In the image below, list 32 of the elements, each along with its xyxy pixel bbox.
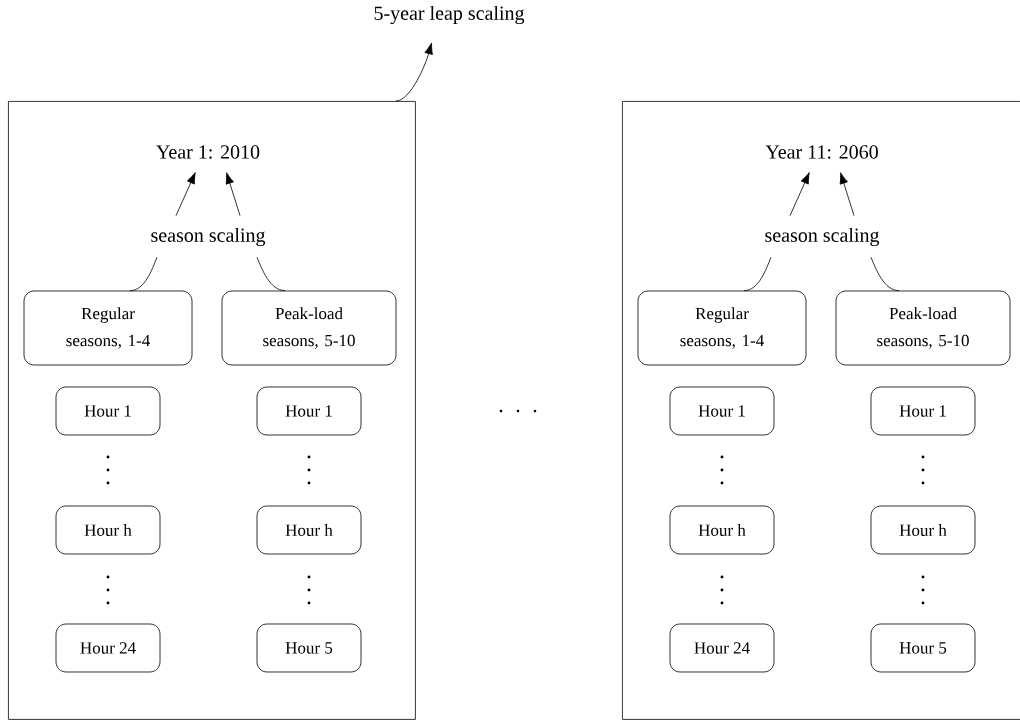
season-box: Regular seasons, 1-4 [23, 290, 193, 366]
connector-line [870, 256, 900, 291]
text-label: season scaling [765, 227, 880, 247]
hour-box: Hour 5 [870, 623, 976, 673]
season-box: Peak-load seasons, 5-10 [835, 290, 1011, 366]
connector-line [256, 256, 286, 291]
hour-box: Hour h [870, 505, 976, 555]
hour-box: Hour 1 [870, 386, 976, 436]
hour-box: Hour h [55, 505, 161, 555]
text-label: Year 1: 2010 [156, 145, 260, 159]
hour-box: Hour h [256, 505, 362, 555]
arrow [175, 172, 196, 217]
hour-box: Hour h [669, 505, 775, 555]
year-panel [622, 101, 1020, 720]
season-box: Peak-load seasons, 5-10 [221, 290, 397, 366]
arrow [789, 172, 810, 217]
year-panel [8, 101, 416, 720]
hour-box: Hour 1 [256, 386, 362, 436]
arrow [395, 42, 433, 102]
season-box: Regular seasons, 1-4 [637, 290, 807, 366]
text-label: season scaling [151, 227, 266, 247]
arrow [839, 172, 855, 217]
hour-box: Hour 24 [669, 623, 775, 673]
text-label: 5-year leap scaling [374, 5, 525, 25]
connector-line [129, 256, 158, 291]
connector-line [743, 256, 772, 291]
hour-box: Hour 5 [256, 623, 362, 673]
text-label: Year 11: 2060 [765, 145, 878, 159]
hour-box: Hour 1 [669, 386, 775, 436]
hour-box: Hour 1 [55, 386, 161, 436]
hour-box: Hour 24 [55, 623, 161, 673]
arrow [225, 172, 241, 217]
